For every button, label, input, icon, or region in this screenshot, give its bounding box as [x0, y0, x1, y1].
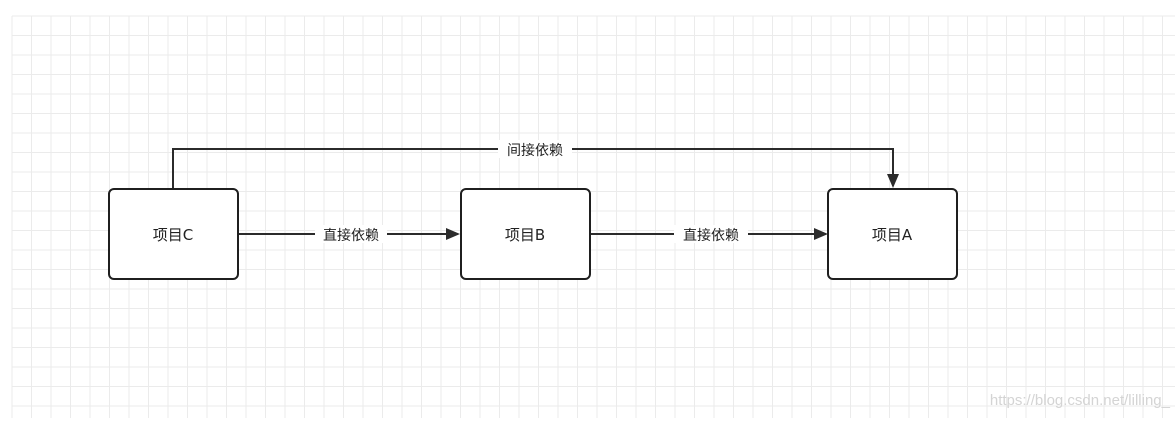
node-box — [460, 188, 591, 280]
node-project-c[interactable]: 项目C — [108, 188, 239, 280]
edge-label-bg — [315, 225, 387, 243]
edge-label-bg — [498, 140, 572, 158]
edge-label-bg — [674, 225, 748, 243]
edge-label-direct-2: 直接依赖 — [683, 227, 739, 244]
edge-b-to-a: 直接依赖 — [591, 225, 828, 244]
node-project-b[interactable]: 项目B — [460, 188, 591, 280]
edge-label-direct-1: 直接依赖 — [323, 227, 379, 244]
node-label-project-a: 项目A — [872, 226, 913, 244]
node-box — [108, 188, 239, 280]
edge-c-to-b: 直接依赖 — [239, 225, 460, 244]
node-box — [827, 188, 958, 280]
edge-c-to-a: 间接依赖 — [172, 140, 899, 188]
edge-label-indirect: 间接依赖 — [507, 142, 563, 159]
watermark-text: https://blog.csdn.net/lilling_ — [990, 392, 1171, 409]
node-label-project-b: 项目B — [505, 226, 545, 244]
node-project-a[interactable]: 项目A — [827, 188, 958, 280]
node-label-project-c: 项目C — [153, 226, 193, 244]
